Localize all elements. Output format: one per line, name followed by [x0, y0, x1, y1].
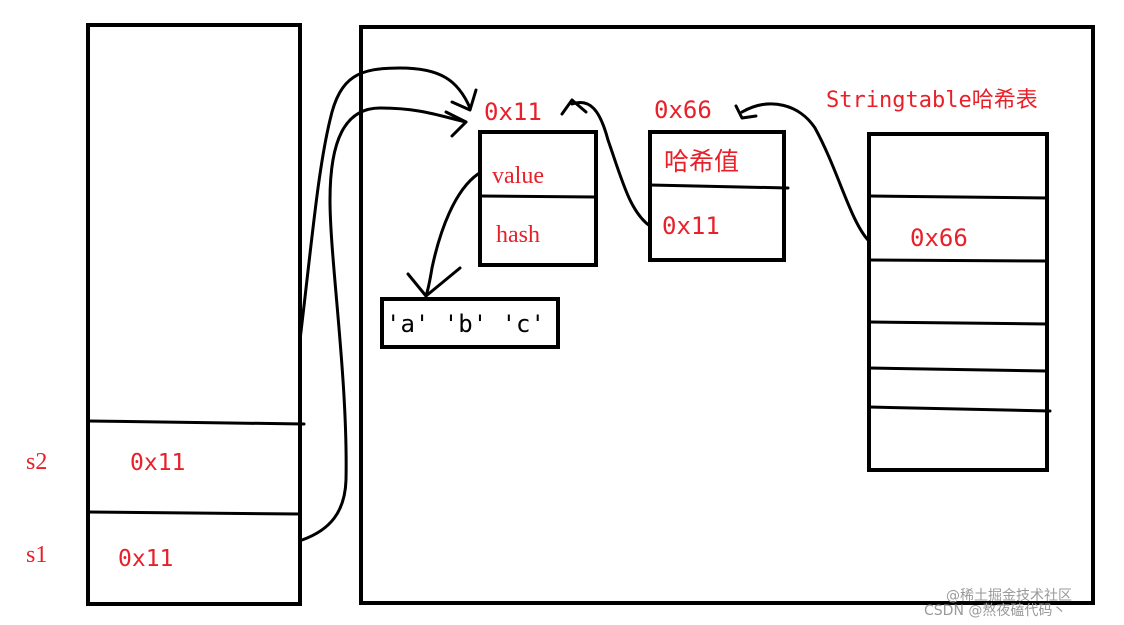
arrow-s1-to-string-object	[300, 106, 468, 542]
hash-entry-address: 0x66	[654, 96, 712, 124]
hash-entry-box	[648, 130, 786, 262]
watermark-line-1: @稀土掘金技术社区	[946, 588, 1072, 604]
string-table-row-4	[867, 366, 1049, 373]
hash-entry-field-ref: 0x11	[662, 212, 720, 240]
label-s1: s1	[26, 542, 48, 568]
string-table-row-3	[867, 320, 1049, 326]
arrow-hash-entry-to-string-object	[570, 101, 652, 228]
value-s2: 0x11	[130, 450, 186, 476]
char-array-text: 'a' 'b' 'c'	[386, 310, 545, 338]
string-object-field-value: value	[492, 163, 544, 189]
arrow-string-table-to-hash-entry	[740, 102, 870, 242]
value-s1: 0x11	[118, 546, 174, 572]
stack-divider-s1	[86, 510, 302, 516]
string-table-title: Stringtable哈希表	[826, 88, 1038, 113]
string-table-box	[867, 132, 1049, 472]
string-table-row-2	[867, 258, 1049, 263]
arrow-s2-to-string-object	[298, 66, 472, 342]
hash-entry-divider	[648, 183, 790, 190]
char-array-box	[380, 297, 560, 349]
watermark-line-2: CSDN @熬夜磕代码丶	[924, 603, 1067, 619]
string-object-address: 0x11	[484, 98, 542, 126]
string-object-field-hash: hash	[496, 222, 540, 248]
string-table-row-5	[867, 405, 1052, 413]
string-object-divider	[478, 194, 598, 199]
heap-area	[359, 25, 1095, 605]
arrow-value-to-char-array	[424, 172, 480, 298]
string-table-entry-value: 0x66	[910, 224, 968, 252]
hash-entry-field-hash-value: 哈希值	[664, 149, 740, 176]
stack-divider-s2	[86, 419, 306, 426]
string-table-row-1	[867, 194, 1049, 200]
stack-column	[86, 23, 302, 606]
label-s2: s2	[26, 449, 48, 475]
